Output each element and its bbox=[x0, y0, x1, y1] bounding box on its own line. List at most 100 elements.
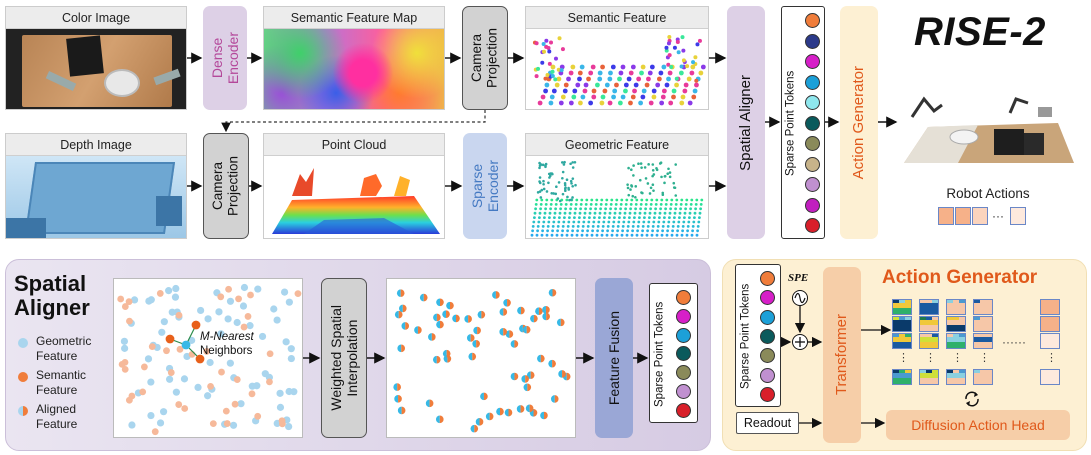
feature-point bbox=[551, 225, 555, 228]
feature-point bbox=[659, 203, 663, 206]
feature-point bbox=[626, 76, 632, 82]
camera-projection-top-box: Camera Projection bbox=[462, 6, 508, 110]
feature-point bbox=[542, 187, 546, 191]
feature-point bbox=[537, 100, 543, 106]
geometric-point bbox=[233, 318, 241, 327]
feature-point bbox=[627, 193, 631, 197]
feature-point bbox=[679, 64, 684, 69]
feature-point bbox=[531, 225, 535, 228]
semantic-point bbox=[125, 298, 133, 306]
feature-point bbox=[680, 233, 684, 237]
feature-point bbox=[592, 220, 596, 224]
geometric-point bbox=[215, 308, 223, 316]
feature-point bbox=[571, 196, 574, 199]
feature-point bbox=[605, 233, 609, 237]
feature-point bbox=[646, 225, 650, 228]
action-cell bbox=[938, 207, 954, 225]
feature-point bbox=[692, 88, 698, 94]
feature-point bbox=[585, 198, 589, 202]
feature-point bbox=[690, 233, 694, 237]
feature-point bbox=[553, 216, 556, 219]
feature-point bbox=[539, 207, 542, 211]
feature-point bbox=[694, 207, 697, 211]
feature-point bbox=[538, 166, 541, 170]
feature-point bbox=[572, 88, 578, 94]
feature-point bbox=[654, 207, 657, 211]
semantic-feature-title: Semantic Feature bbox=[526, 7, 708, 29]
aligned-point bbox=[523, 383, 532, 392]
semantic-point bbox=[117, 295, 125, 303]
feature-point bbox=[567, 186, 570, 190]
action-matrix-cell bbox=[919, 333, 939, 349]
feature-point bbox=[596, 229, 599, 233]
aligned-point bbox=[425, 399, 434, 408]
feature-point bbox=[675, 198, 679, 202]
feature-point bbox=[534, 41, 539, 46]
feature-point bbox=[583, 211, 587, 215]
aligned-point bbox=[521, 375, 529, 383]
geometric-point bbox=[172, 284, 180, 293]
feature-point bbox=[632, 174, 635, 177]
feature-point bbox=[578, 100, 583, 106]
feature-point bbox=[561, 192, 565, 196]
feature-point bbox=[532, 220, 536, 224]
geometric-point bbox=[237, 400, 245, 408]
feature-point bbox=[640, 233, 644, 237]
feature-point bbox=[620, 233, 624, 237]
feature-point bbox=[564, 203, 568, 206]
feature-point bbox=[601, 229, 604, 233]
feature-point bbox=[694, 78, 699, 83]
feature-point bbox=[667, 53, 672, 58]
vertical-ellipsis: ⋮ bbox=[898, 352, 909, 364]
feature-point bbox=[603, 216, 606, 219]
feature-point bbox=[544, 38, 549, 43]
feature-point bbox=[604, 203, 608, 206]
readout-box: Readout bbox=[736, 412, 799, 434]
aligned-point bbox=[397, 344, 406, 353]
feature-point bbox=[633, 216, 636, 219]
semantic-feature-panel: Semantic Feature bbox=[525, 6, 709, 110]
feature-point bbox=[646, 229, 649, 233]
feature-point bbox=[571, 161, 575, 164]
feature-point bbox=[698, 211, 702, 215]
feature-point bbox=[552, 220, 556, 224]
feature-point bbox=[695, 42, 700, 47]
feature-point bbox=[565, 198, 569, 202]
feature-point bbox=[678, 70, 684, 76]
feature-point bbox=[627, 166, 630, 170]
legend-aligned-label: Aligned Feature bbox=[36, 402, 78, 431]
feature-point bbox=[550, 198, 554, 202]
robot-actions-label: Robot Actions bbox=[946, 186, 1030, 201]
action-feature-matrix: ⋮⋮⋮⋮⋮······ bbox=[892, 299, 1072, 389]
feature-point bbox=[598, 211, 602, 215]
feature-point bbox=[566, 76, 571, 82]
feature-point bbox=[631, 194, 635, 198]
feature-point bbox=[575, 233, 579, 237]
feature-point bbox=[541, 225, 545, 228]
feature-point bbox=[669, 64, 674, 69]
semantic-point bbox=[266, 378, 273, 386]
feature-point bbox=[637, 162, 640, 166]
feature-point bbox=[533, 216, 536, 219]
feature-point bbox=[555, 233, 559, 237]
aligned-point bbox=[522, 325, 531, 334]
feature-point bbox=[564, 207, 567, 211]
feature-point bbox=[681, 48, 686, 53]
feature-point bbox=[563, 211, 567, 215]
geometric-point bbox=[128, 421, 136, 429]
feature-point bbox=[643, 216, 646, 219]
feature-point bbox=[664, 45, 669, 50]
aligned-point bbox=[446, 301, 454, 310]
feature-point bbox=[648, 216, 651, 219]
feature-point bbox=[680, 94, 686, 100]
semantic-point bbox=[151, 428, 159, 436]
feature-point bbox=[554, 207, 557, 211]
geometric-point bbox=[204, 315, 212, 323]
spe-sine-icon bbox=[792, 290, 808, 306]
feature-point bbox=[577, 220, 581, 224]
feature-point bbox=[543, 211, 547, 215]
feature-point bbox=[661, 225, 665, 228]
feature-point bbox=[682, 220, 686, 224]
feature-point bbox=[612, 88, 618, 94]
